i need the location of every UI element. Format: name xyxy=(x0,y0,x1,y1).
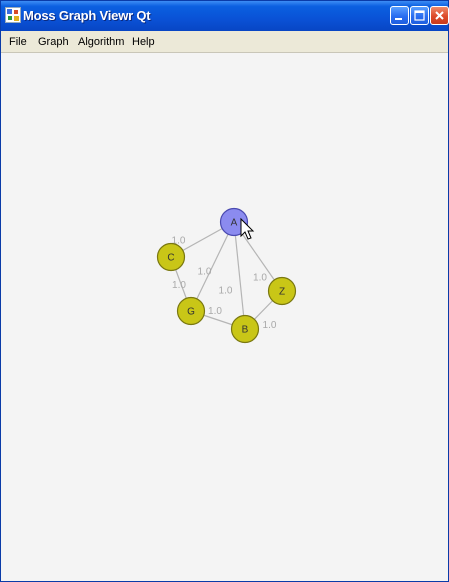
node-b[interactable]: B xyxy=(230,314,260,344)
maximize-icon xyxy=(414,10,425,21)
node-circle[interactable] xyxy=(230,314,260,344)
menu-graph[interactable]: Graph xyxy=(38,36,69,48)
close-icon xyxy=(435,11,444,20)
node-c[interactable]: C xyxy=(156,242,186,272)
node-label: A xyxy=(231,218,238,229)
mouse-cursor-icon xyxy=(240,217,255,240)
menu-help[interactable]: Help xyxy=(132,36,155,48)
window-title: Moss Graph Viewr Qt xyxy=(23,8,151,23)
graph-canvas[interactable]: 1.0 1.0 1.0 1.0 1.0 1.0 1.0 A C G B Z xyxy=(1,53,448,581)
node-z[interactable]: Z xyxy=(267,276,297,306)
node-g[interactable]: G xyxy=(176,296,206,326)
edge-a-b xyxy=(233,221,246,330)
edge-weight-label: 1.0 xyxy=(198,267,212,278)
edge-weight-label: 1.0 xyxy=(263,320,277,331)
graph-view[interactable]: 1.0 1.0 1.0 1.0 1.0 1.0 1.0 A C G B Z xyxy=(1,53,448,581)
node-label: B xyxy=(242,325,249,336)
menu-bar: File Graph Algorithm Help xyxy=(1,31,448,53)
node-layer: A C G B Z xyxy=(156,207,297,344)
edge-weight-label: 1.0 xyxy=(253,273,267,284)
edge-label-layer: 1.0 1.0 1.0 1.0 1.0 1.0 1.0 xyxy=(172,236,277,332)
menu-file[interactable]: File xyxy=(9,36,27,48)
node-label: G xyxy=(187,307,195,318)
edge-weight-label: 1.0 xyxy=(172,236,186,247)
edge-a-g xyxy=(190,221,235,312)
node-label: C xyxy=(167,253,174,264)
node-circle[interactable] xyxy=(156,242,186,272)
node-circle[interactable] xyxy=(267,276,297,306)
node-circle[interactable] xyxy=(176,296,206,326)
maximize-button[interactable] xyxy=(410,6,429,25)
edge-weight-label: 1.0 xyxy=(219,286,233,297)
node-label: Z xyxy=(279,287,285,298)
minimize-button[interactable] xyxy=(390,6,409,25)
minimize-icon xyxy=(395,18,402,20)
menu-algorithm[interactable]: Algorithm xyxy=(78,36,125,48)
close-button[interactable] xyxy=(430,6,449,25)
title-bar[interactable]: Moss Graph Viewr Qt xyxy=(1,1,449,31)
app-icon[interactable] xyxy=(5,7,21,23)
edge-weight-label: 1.0 xyxy=(208,306,222,317)
edge-weight-label: 1.0 xyxy=(172,280,186,291)
